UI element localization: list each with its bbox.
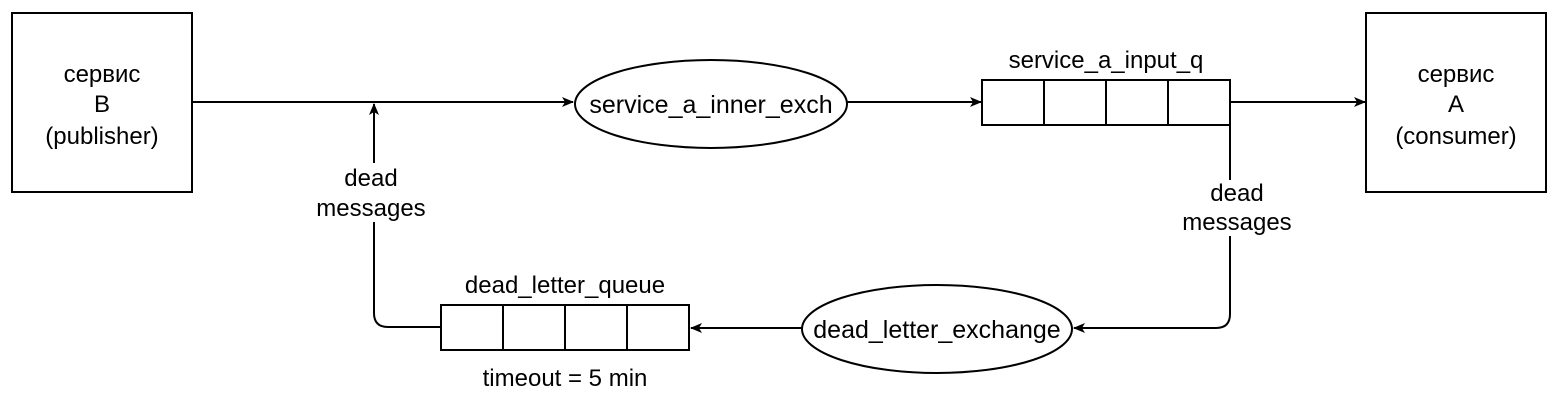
service-a-box bbox=[1365, 12, 1547, 193]
dead-letter-queue-label: dead_letter_queue bbox=[465, 272, 665, 299]
dead-messages-label-left-line1: dead bbox=[344, 165, 397, 192]
edge-dead-letter-queue-to-publisher-bottom bbox=[373, 222, 441, 328]
service-a-line2: A bbox=[1448, 91, 1464, 118]
dead-messages-label-left-line2: messages bbox=[316, 195, 425, 222]
input-queue-node bbox=[981, 79, 1231, 126]
dead-messages-label-right-line1: dead bbox=[1210, 180, 1263, 207]
dead-letter-exchange-node bbox=[801, 284, 1073, 374]
dead-letter-queue-timeout: timeout = 5 min bbox=[483, 365, 648, 392]
dead-messages-label-right-line2: messages bbox=[1182, 209, 1291, 236]
dead-letter-queue-node bbox=[440, 304, 690, 351]
service-a-line1: сервис bbox=[1418, 61, 1495, 88]
dead-letter-exchange-label: dead_letter_exchange bbox=[813, 316, 1060, 344]
inner-exchange-label: service_a_inner_exch bbox=[589, 91, 832, 119]
service-b-line1: сервис bbox=[64, 61, 141, 88]
service-b-line3: (publisher) bbox=[45, 123, 158, 150]
inner-exchange-node bbox=[574, 59, 848, 149]
input-queue-label: service_a_input_q bbox=[1009, 47, 1204, 74]
service-b-line2: B bbox=[94, 91, 110, 118]
edge-input-queue-to-dead-letter-exchange-bottom bbox=[1073, 236, 1231, 333]
service-b-box bbox=[11, 12, 193, 193]
service-a-line3: (consumer) bbox=[1395, 123, 1516, 150]
